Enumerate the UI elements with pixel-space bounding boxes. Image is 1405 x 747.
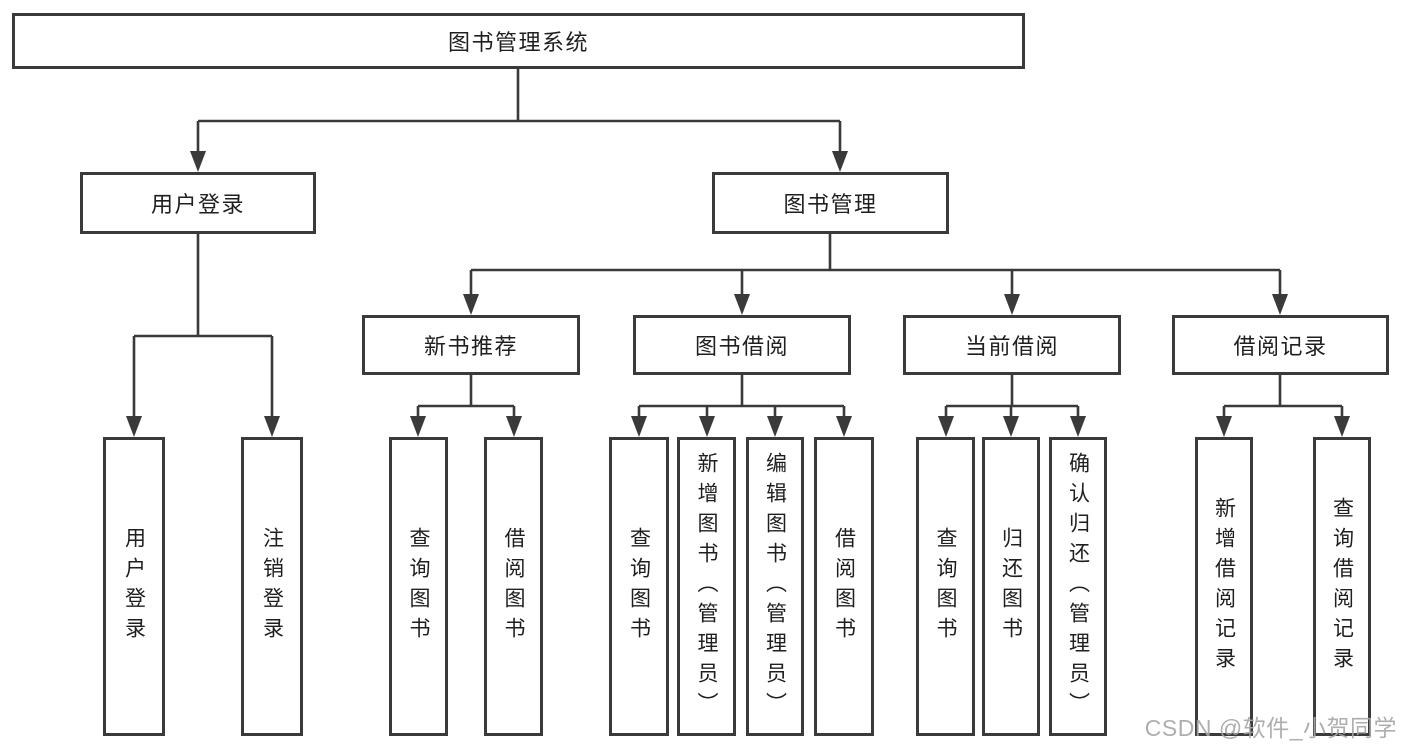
node-book-borrow: 图书借阅 [633, 315, 851, 375]
leaf-query-books-recommend: 查询图书 [389, 437, 448, 736]
leaf-return-book: 归还图书 [982, 437, 1040, 736]
leaf-borrow-books: 借阅图书 [814, 437, 874, 736]
leaf-query-books-borrow: 查询图书 [609, 437, 669, 736]
node-borrow-records: 借阅记录 [1172, 315, 1389, 375]
node-user-login: 用户登录 [80, 172, 316, 234]
leaf-logout: 注销登录 [241, 437, 303, 736]
node-root: 图书管理系统 [12, 13, 1025, 69]
node-book-management: 图书管理 [712, 172, 949, 234]
node-new-book-recommend: 新书推荐 [362, 315, 580, 375]
leaf-borrow-books-recommend: 借阅图书 [484, 437, 543, 736]
node-current-borrow: 当前借阅 [903, 315, 1121, 375]
leaf-edit-book-admin: 编辑图书（管理员） [746, 437, 804, 736]
leaf-confirm-return-admin: 确认归还（管理员） [1049, 437, 1107, 736]
leaf-query-borrow-record: 查询借阅记录 [1313, 437, 1371, 736]
leaf-query-books-current: 查询图书 [916, 437, 975, 736]
leaf-add-book-admin: 新增图书（管理员） [677, 437, 736, 736]
leaf-user-login: 用户登录 [103, 437, 165, 736]
leaf-add-borrow-record: 新增借阅记录 [1195, 437, 1253, 736]
csdn-watermark: CSDN @软件_小贺同学 [1144, 715, 1397, 741]
